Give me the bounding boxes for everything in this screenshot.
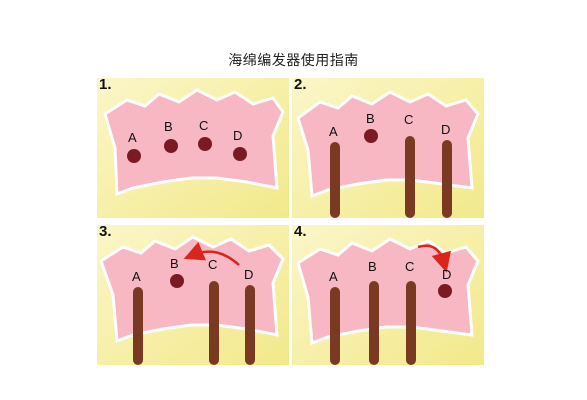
hole-b [170,274,184,288]
move-arrow [417,244,452,273]
label-b: B [366,111,375,126]
strand-c [405,136,415,218]
step-1-panel: A B C D 1. [97,78,289,218]
hole-d [233,147,247,161]
strand-c [406,281,416,365]
label-b: B [170,256,179,271]
strand-d [245,285,255,365]
hole-b [164,139,178,153]
label-a: A [128,130,137,145]
hole-c [198,137,212,151]
strand-a [133,287,143,365]
hole-d [438,284,452,298]
label-c: C [405,259,414,274]
label-d: D [233,128,242,143]
step-number: 3. [99,225,112,240]
label-d: D [441,122,450,137]
move-arrow [183,241,240,266]
label-c: C [199,118,208,133]
label-a: A [132,269,141,284]
sponge-shape [103,88,285,197]
step-3-panel: A B C D 3. [97,225,289,365]
step-2-illustration: A B C D [292,78,484,218]
step-number: 1. [99,78,112,93]
hole-b [364,129,378,143]
label-c: C [404,112,413,127]
label-d: D [442,267,451,282]
step-number: 2. [294,78,307,93]
step-1-illustration: A B C D [97,78,289,218]
label-d: D [244,267,253,282]
label-a: A [329,269,338,284]
step-2-panel: A B C D 2. [292,78,484,218]
label-b: B [368,259,377,274]
step-4-illustration: A B C D [292,225,484,365]
step-3-illustration: A B C D [97,225,289,365]
label-b: B [164,119,173,134]
sponge-shape [99,235,285,344]
strand-a [330,142,340,218]
step-number: 4. [294,225,307,240]
strand-c [209,281,219,365]
strand-d [442,140,452,218]
guide-title: 海绵编发器使用指南 [228,53,359,69]
label-a: A [329,124,338,139]
strand-a [330,287,340,365]
hole-a [127,149,141,163]
step-4-panel: A B C D 4. [292,225,484,365]
strand-b [369,281,379,365]
label-c: C [208,257,217,272]
